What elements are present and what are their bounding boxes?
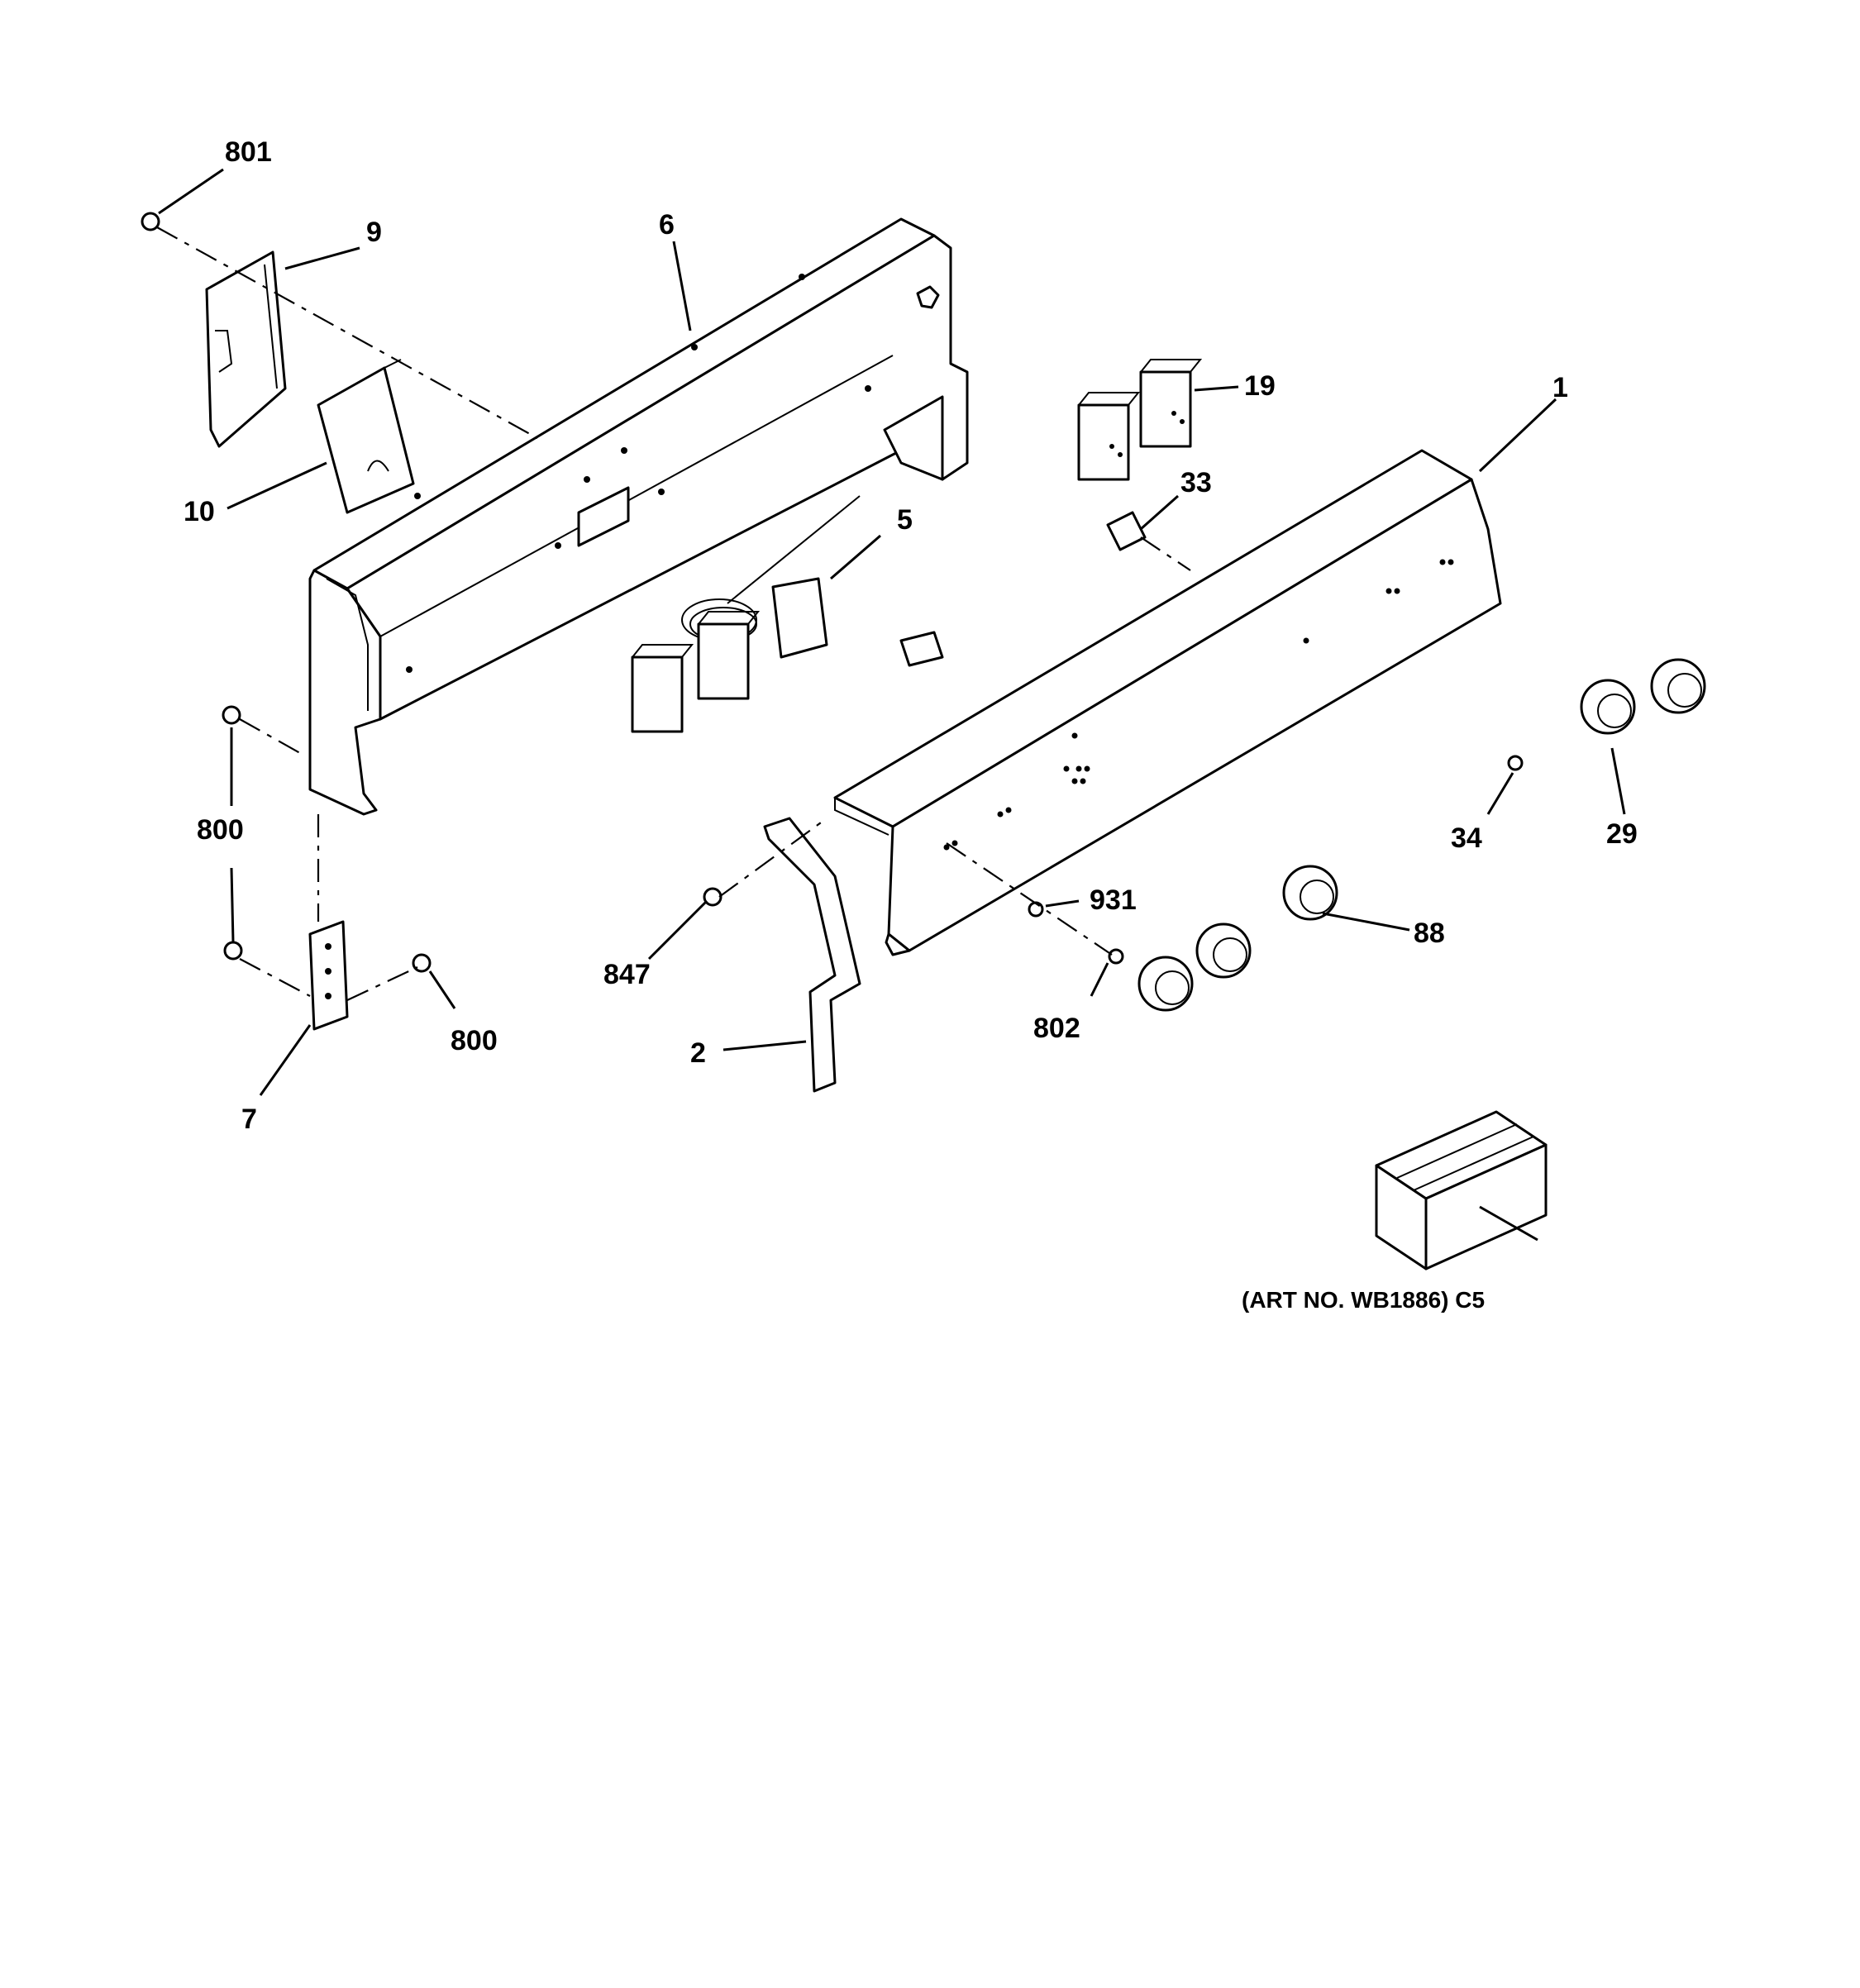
callout-800-upper: 800 xyxy=(197,814,244,846)
callout-labels: 801 9 6 10 19 1 33 5 800 800 847 931 88 … xyxy=(184,136,1638,1313)
bracket-10 xyxy=(317,359,415,514)
backsplash-frame xyxy=(308,217,969,816)
callout-5: 5 xyxy=(897,504,913,536)
callout-801: 801 xyxy=(225,136,272,168)
knobs xyxy=(1137,658,1706,1012)
callout-33: 33 xyxy=(1180,467,1212,498)
bracket-7 xyxy=(308,920,349,1031)
switch-33 xyxy=(1106,511,1147,551)
switch-19 xyxy=(1077,359,1203,481)
callout-34: 34 xyxy=(1451,822,1482,854)
thermostat-5 xyxy=(631,495,944,733)
callout-29: 29 xyxy=(1606,818,1638,850)
callout-88: 88 xyxy=(1414,918,1445,949)
knob xyxy=(1137,956,1194,1012)
art-number-label: (ART NO. WB1886) C5 xyxy=(1242,1287,1485,1313)
bracket-2 xyxy=(763,817,861,1093)
screws xyxy=(141,212,1524,973)
callout-802: 802 xyxy=(1033,1013,1080,1044)
callout-2: 2 xyxy=(690,1037,706,1069)
control-panel xyxy=(833,449,1502,956)
knob xyxy=(1650,658,1706,714)
knob xyxy=(1195,922,1252,979)
callout-7: 7 xyxy=(241,1104,257,1135)
callout-847: 847 xyxy=(603,959,651,990)
callout-19: 19 xyxy=(1244,370,1276,402)
callout-6: 6 xyxy=(659,209,675,241)
callout-1: 1 xyxy=(1552,372,1568,403)
callout-9: 9 xyxy=(366,217,382,248)
box-c5 xyxy=(1375,1110,1548,1271)
callout-10: 10 xyxy=(184,496,215,527)
callout-931: 931 xyxy=(1090,884,1137,916)
leader-lines xyxy=(158,168,1626,1096)
knob xyxy=(1580,679,1636,735)
bracket-9 xyxy=(205,250,287,448)
callout-800-lower: 800 xyxy=(451,1025,498,1056)
assembly-lines xyxy=(156,226,1191,1001)
knob xyxy=(1282,865,1338,921)
